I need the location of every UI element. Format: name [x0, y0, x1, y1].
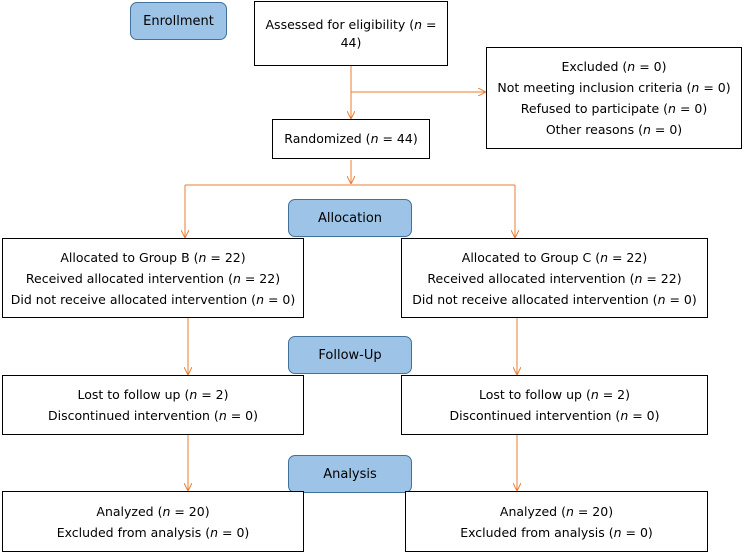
excluded-line-4: Other reasons (n = 0) — [545, 122, 683, 137]
stage-enrollment: Enrollment — [130, 2, 227, 40]
followup-group-b-box: Lost to follow up (n = 2) Discontinued i… — [2, 375, 304, 435]
followup-b-line-2: Discontinued intervention (n = 0) — [48, 408, 258, 423]
analysis-b-line-1: Analyzed (n = 20) — [96, 503, 210, 519]
randomized-text: Randomized (n = 44) — [284, 131, 418, 146]
analysis-c-line-2: Excluded from analysis (n = 0) — [460, 524, 653, 540]
followup-c-line-1: Lost to follow up (n = 2) — [478, 387, 631, 402]
stage-followup-label: Follow-Up — [318, 347, 382, 363]
stage-allocation: Allocation — [288, 199, 412, 237]
excluded-line-3: Refused to participate (n = 0) — [520, 101, 708, 116]
allocation-b-line-1: Allocated to Group B (n = 22) — [60, 249, 246, 265]
analysis-c-line-1: Analyzed (n = 20) — [499, 503, 614, 519]
allocation-group-b-box: Allocated to Group B (n = 22) Received a… — [2, 238, 304, 318]
excluded-line-1: Excluded (n = 0) — [561, 59, 667, 74]
allocation-c-line-1: Allocated to Group C (n = 22) — [461, 249, 648, 265]
analysis-group-c-box: Analyzed (n = 20) Excluded from analysis… — [405, 491, 708, 552]
stage-enrollment-label: Enrollment — [143, 13, 214, 29]
followup-c-line-2: Discontinued intervention (n = 0) — [449, 408, 660, 423]
analysis-group-b-box: Analyzed (n = 20) Excluded from analysis… — [2, 491, 304, 552]
analysis-b-line-2: Excluded from analysis (n = 0) — [56, 524, 250, 540]
stage-allocation-label: Allocation — [317, 210, 383, 226]
allocation-b-line-3: Did not receive allocated intervention (… — [10, 291, 296, 307]
stage-followup: Follow-Up — [288, 336, 412, 374]
followup-group-c-box: Lost to follow up (n = 2) Discontinued i… — [401, 375, 708, 435]
assessed-text: Assessed for eligibility (n = 44) — [265, 16, 437, 50]
stage-analysis-label: Analysis — [323, 466, 377, 482]
randomized-box: Randomized (n = 44) — [272, 119, 430, 159]
excluded-line-2: Not meeting inclusion criteria (n = 0) — [497, 80, 731, 95]
allocation-group-c-box: Allocated to Group C (n = 22) Received a… — [401, 238, 708, 318]
allocation-b-line-2: Received allocated intervention (n = 22) — [25, 270, 281, 286]
allocation-c-line-3: Did not receive allocated intervention (… — [412, 291, 697, 307]
assessed-box: Assessed for eligibility (n = 44) — [254, 1, 448, 66]
stage-analysis: Analysis — [288, 455, 412, 493]
allocation-c-line-2: Received allocated intervention (n = 22) — [427, 270, 682, 286]
excluded-box: Excluded (n = 0) Not meeting inclusion c… — [486, 47, 742, 149]
followup-b-line-1: Lost to follow up (n = 2) — [77, 387, 229, 402]
